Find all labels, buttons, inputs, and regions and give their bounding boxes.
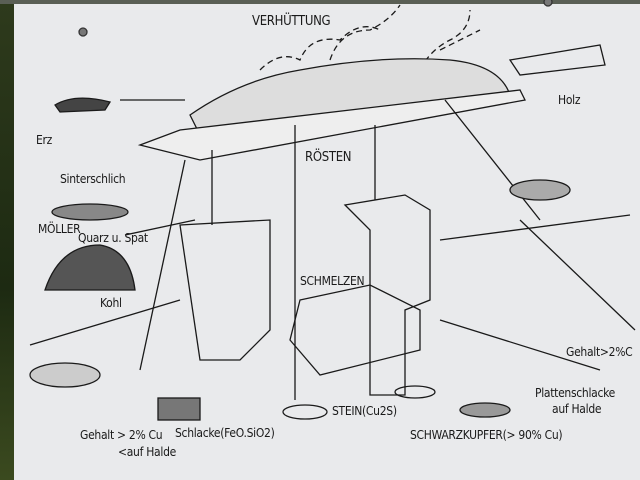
label-slag: Schlacke(FeO.SiO2) [175,426,275,440]
label-content-left: Gehalt > 2% Cu [80,428,163,442]
stage-smelting: SCHMELZEN [300,274,365,288]
label-sinter: Sinterschlich [60,172,126,186]
label-coal: Kohl [100,296,122,310]
matte-cake-2 [394,385,436,399]
wood-log [508,44,606,76]
roast-heap [189,58,511,136]
heap-stones [137,89,526,161]
background-foliage [0,0,14,480]
label-content-right: Gehalt>2%C [566,345,633,359]
forehearth-box [289,284,421,376]
label-dump-right: auf Halde [552,402,602,416]
ground-lines [29,214,631,371]
screw-right [543,0,553,7]
label-wood: Holz [558,93,581,107]
sign-top-edge [0,0,640,4]
matte-cake [282,404,328,420]
stage-roasting: RÖSTEN [305,150,352,165]
smoke [259,4,481,71]
label-dump-left: <auf Halde [118,445,176,459]
label-plate-slag: Plattenschlacke [535,386,615,400]
slag-lump [157,397,201,421]
screw-left [78,27,88,37]
label-charge: MÖLLER [38,222,81,236]
coal-pile [44,244,136,291]
roasted-ore [509,179,571,201]
ore-pile [54,97,112,113]
charge-tray [51,203,129,221]
label-matte: STEIN(Cu2S) [332,404,397,418]
arrows [120,99,636,400]
diagram-title: VERHÜTTUNG [252,14,331,29]
furnace-1 [179,219,271,361]
label-black-copper: SCHWARZKUPFER(> 90% Cu) [410,428,563,442]
label-ore: Erz [36,133,53,147]
label-quartz: Quarz u. Spat [78,231,148,245]
slag-plates-left [29,362,101,388]
black-copper-cake [459,402,511,418]
